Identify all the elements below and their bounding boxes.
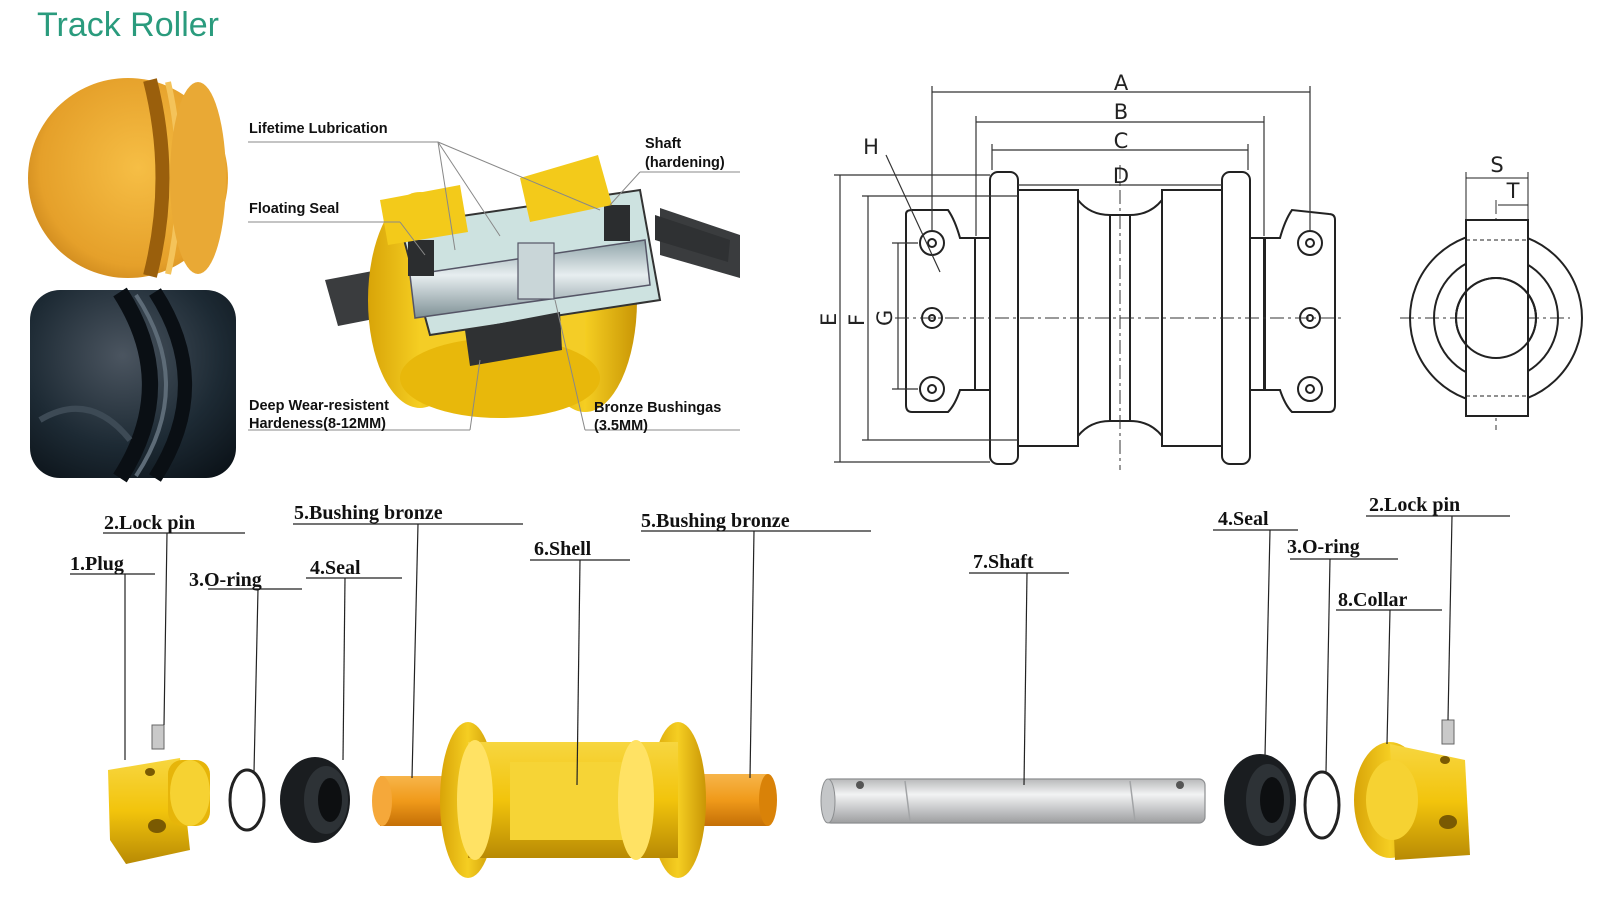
- seal-left-part: [280, 757, 350, 843]
- part-label-seal-left: 4.Seal: [310, 557, 361, 579]
- lock-pin-left-part: [151, 724, 165, 750]
- page-title: Track Roller: [37, 6, 219, 44]
- oring-right-part: [1303, 770, 1341, 840]
- dim-a: A: [1114, 71, 1129, 95]
- dim-g: G: [873, 310, 897, 326]
- black-roller-photo: [30, 287, 236, 483]
- part-label-lock-pin-right: 2.Lock pin: [1369, 494, 1460, 516]
- part-label-oring-left: 3.O-ring: [189, 569, 262, 591]
- dim-b: B: [1114, 100, 1128, 124]
- shaft-hardening-line1: Shaft: [645, 136, 681, 152]
- cutaway-view: [325, 155, 740, 418]
- part-leaders: [70, 515, 1510, 786]
- part-label-bushing-right: 5.Bushing bronze: [641, 510, 790, 532]
- cutaway-leaders: [248, 141, 740, 431]
- part-label-bushing-left: 5.Bushing bronze: [294, 502, 443, 524]
- plug-part: [108, 758, 210, 864]
- dimension-lines: [834, 86, 1311, 463]
- dim-t: T: [1506, 179, 1520, 203]
- seal-right-part: [1224, 754, 1296, 846]
- lifetime-lubrication-label: Lifetime Lubrication: [249, 121, 388, 137]
- shaft-part: [820, 778, 1206, 824]
- wear-label-line2: Hardeness(8-12MM): [249, 416, 386, 432]
- part-label-lock-pin-left: 2.Lock pin: [104, 512, 195, 534]
- dim-c: C: [1114, 129, 1129, 153]
- part-label-seal-right: 4.Seal: [1218, 508, 1269, 530]
- oring-left-part: [228, 768, 266, 832]
- wear-label-line1: Deep Wear-resistent: [249, 398, 389, 414]
- part-label-collar: 8.Collar: [1338, 589, 1408, 611]
- collar-part: [1354, 742, 1470, 860]
- orange-roller-photo: [28, 78, 228, 278]
- side-view: [1409, 172, 1583, 417]
- shaft-hardening-line2: (hardening): [645, 155, 725, 171]
- lock-pin-right-part: [1441, 719, 1455, 745]
- dim-d: D: [1113, 164, 1129, 188]
- floating-seal-label: Floating Seal: [249, 201, 339, 217]
- dim-s: S: [1490, 153, 1503, 177]
- part-label-shaft: 7.Shaft: [973, 551, 1034, 573]
- part-label-shell: 6.Shell: [534, 538, 592, 560]
- dim-e: E: [817, 313, 841, 326]
- part-label-oring-right: 3.O-ring: [1287, 536, 1360, 558]
- shell-part: [372, 722, 777, 878]
- bronze-bushing-line1: Bronze Bushingas: [594, 400, 721, 416]
- dim-f: F: [845, 314, 869, 326]
- dim-h: H: [863, 135, 879, 159]
- bronze-bushing-line2: (3.5MM): [594, 418, 648, 434]
- part-label-plug: 1.Plug: [70, 553, 124, 575]
